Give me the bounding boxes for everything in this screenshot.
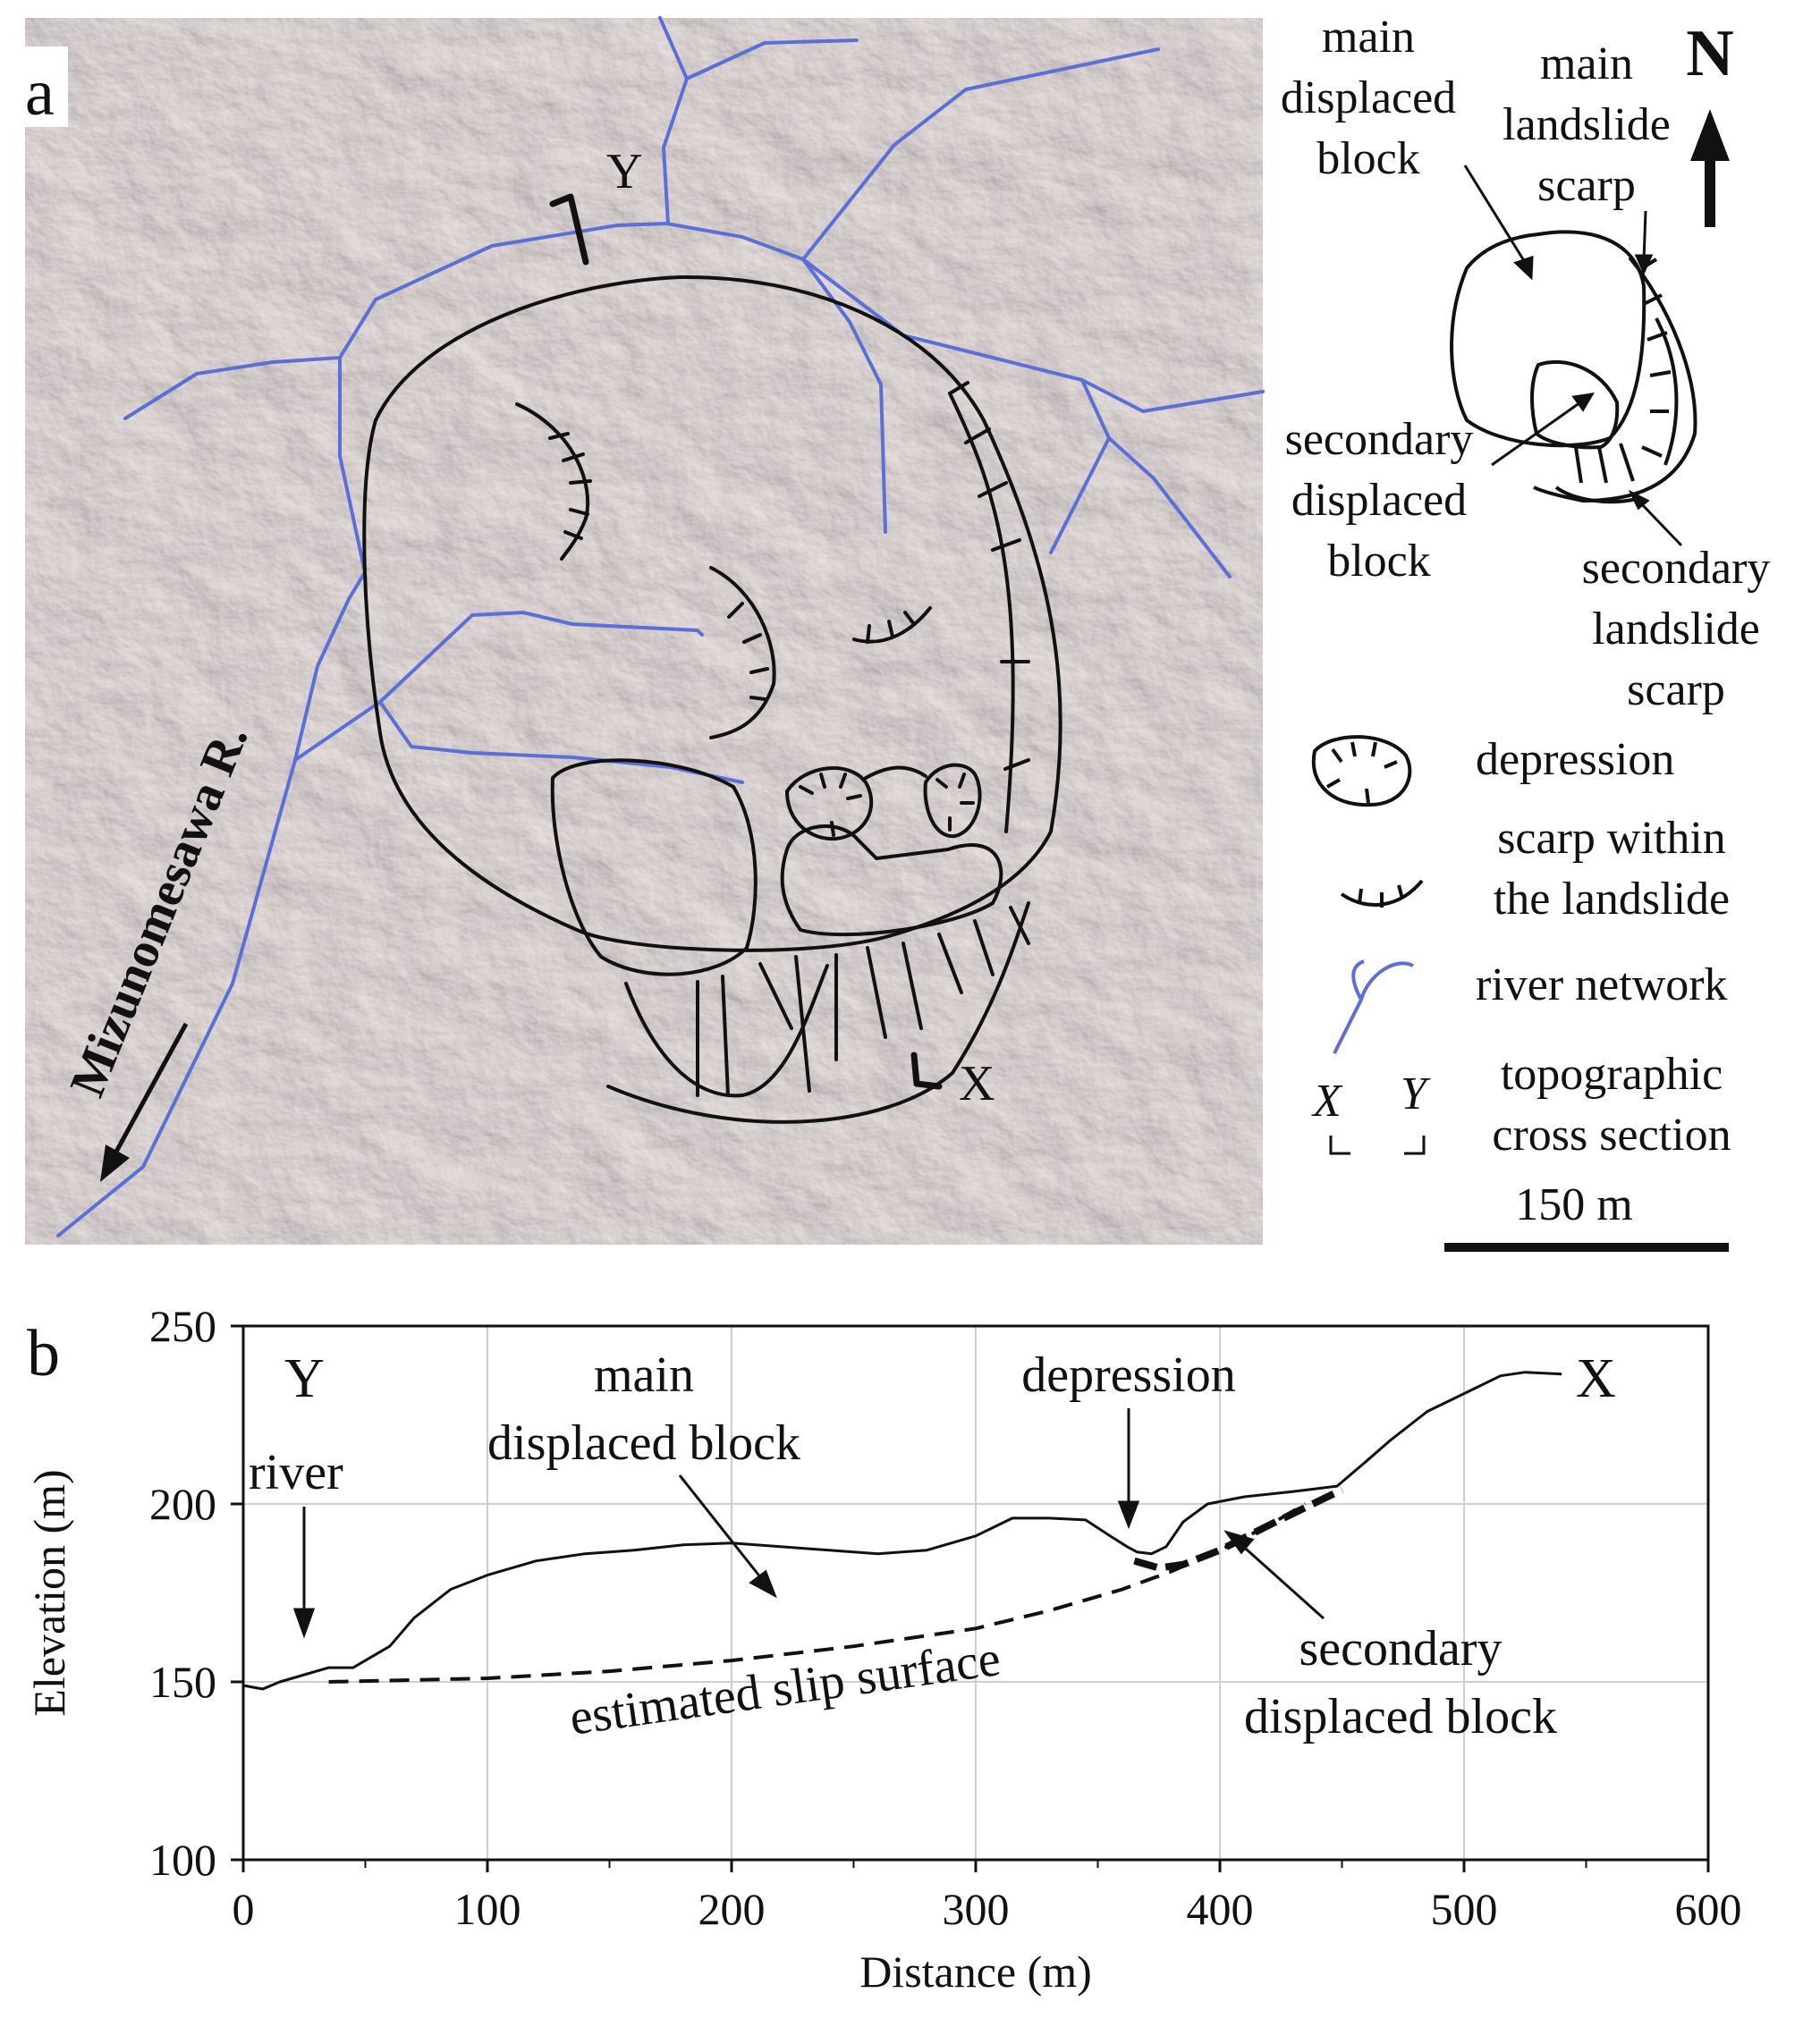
panel-b-label: b bbox=[27, 1317, 60, 1390]
annotation-depression: depression bbox=[1021, 1347, 1236, 1403]
depression-right-hachures bbox=[935, 773, 975, 832]
legend-section-x: X bbox=[1311, 1076, 1343, 1127]
toe-hachures bbox=[696, 906, 1030, 1097]
depression-left-hachures bbox=[799, 773, 862, 837]
main-scarp bbox=[948, 392, 1015, 833]
annotation-secondary-block-line-2: displaced block bbox=[1244, 1689, 1557, 1744]
section-marker-y bbox=[549, 193, 589, 266]
main-scarp-hachures bbox=[948, 381, 1030, 771]
y-tick-label-100: 100 bbox=[149, 1835, 216, 1885]
annotation-arrows bbox=[292, 1408, 1325, 1639]
series-solid-line bbox=[242, 1371, 1562, 1691]
legend-secondary-block-line-3: block bbox=[1327, 536, 1431, 587]
profile-label-x: X bbox=[1576, 1348, 1616, 1409]
x-tick-label-200: 200 bbox=[698, 1884, 766, 1934]
internal-scarp-1-hachures bbox=[548, 432, 592, 540]
legend-pointers bbox=[1463, 165, 1683, 547]
map-panel: a bbox=[18, 16, 1265, 1245]
legend-main-scarp-line-3: scarp bbox=[1537, 160, 1636, 211]
x-tick-label-0: 0 bbox=[233, 1884, 255, 1934]
panel-a-label: a bbox=[25, 56, 55, 130]
internal-scarp-1 bbox=[515, 402, 590, 561]
scale-label: 150 m bbox=[1515, 1179, 1632, 1230]
river-network bbox=[56, 16, 1265, 1237]
legend-cross-section-line-1: topographic bbox=[1501, 1049, 1723, 1100]
profile-label-y: Y bbox=[284, 1348, 325, 1409]
legend-scarp-within-line-2: the landslide bbox=[1494, 874, 1730, 925]
legend-secondary-scarp-line-2: landslide bbox=[1592, 604, 1760, 655]
legend-secondary-scarp-line-3: scarp bbox=[1627, 664, 1725, 715]
series-bold-dashed-line bbox=[1133, 1486, 1344, 1572]
north-arrow-icon bbox=[1690, 109, 1730, 161]
depression-connector bbox=[864, 765, 927, 780]
cross-section-legend-icon bbox=[1329, 1136, 1426, 1155]
landslide-outline bbox=[362, 275, 1062, 952]
legend-secondary-block-line-1: secondary bbox=[1285, 414, 1474, 465]
legend-scarp-within-line-1: scarp within bbox=[1497, 813, 1726, 864]
map-tint bbox=[25, 18, 1263, 1245]
legend-secondary-block-line-2: displaced bbox=[1291, 475, 1467, 526]
panel-a-label-box bbox=[18, 46, 68, 127]
x-tick-label-600: 600 bbox=[1675, 1884, 1742, 1934]
hillshade-map bbox=[25, 18, 1263, 1245]
section-marker-x bbox=[910, 1052, 943, 1090]
annotation-slip-surface: estimated slip surface bbox=[566, 1631, 1003, 1746]
landslide-features bbox=[362, 193, 1062, 1124]
annotation-river: river bbox=[249, 1445, 343, 1500]
legend-main-block-line-3: block bbox=[1316, 133, 1420, 184]
north-label: N bbox=[1686, 17, 1733, 90]
legend-depression: depression bbox=[1476, 734, 1674, 785]
legend-main-scarp-line-2: landslide bbox=[1502, 99, 1671, 150]
legend-main-scarp-line-1: main bbox=[1540, 38, 1633, 89]
scarp-within-legend-icon bbox=[1340, 879, 1424, 908]
north-arrow-shaft bbox=[1705, 159, 1715, 227]
annotation-main-block-line-2: displaced block bbox=[487, 1415, 800, 1471]
secondary-block-right bbox=[780, 824, 1003, 937]
profile-panel: b 0 100 200 300 400 500 600 100 150 200 250Distanc… bbox=[24, 1301, 1742, 1997]
legend-main-block-line-1: main bbox=[1322, 12, 1415, 63]
legend-schematic bbox=[1450, 230, 1697, 504]
legend-main-block-line-2: displaced bbox=[1281, 72, 1456, 123]
section-label-x: X bbox=[959, 1056, 995, 1111]
legend-secondary-scarp-line-1: secondary bbox=[1582, 543, 1771, 594]
legend: N mai bbox=[1281, 12, 1771, 1252]
depression-left bbox=[785, 766, 874, 841]
profile-plot: 0 100 200 300 400 500 600 100 150 200 250Distance … bbox=[24, 1301, 1742, 1997]
y-tick-label-200: 200 bbox=[149, 1479, 216, 1529]
flow-arrow-head bbox=[100, 1144, 130, 1182]
x-tick-label-100: 100 bbox=[454, 1884, 521, 1934]
y-tick-label-250: 250 bbox=[149, 1301, 216, 1351]
x-tick-label-400: 400 bbox=[1187, 1884, 1254, 1934]
inner-toe-scarp bbox=[624, 964, 829, 1098]
secondary-block-left bbox=[550, 758, 758, 976]
y-axis-title: Elevation (m) bbox=[24, 1469, 74, 1716]
depression-right bbox=[923, 763, 982, 839]
internal-scarp-2-hachures bbox=[727, 602, 769, 701]
legend-cross-section-line-2: cross section bbox=[1492, 1110, 1731, 1161]
flow-arrow-shaft bbox=[114, 1022, 189, 1153]
depression-legend-icon bbox=[1311, 735, 1412, 807]
x-axis-title: Distance (m) bbox=[859, 1947, 1092, 1997]
internal-scarp-3 bbox=[852, 606, 932, 644]
legend-river-network: river network bbox=[1476, 959, 1728, 1010]
x-tick-label-300: 300 bbox=[943, 1884, 1010, 1934]
scale-bar bbox=[1444, 1243, 1729, 1252]
river-network-legend-icon bbox=[1333, 959, 1414, 1054]
internal-scarp-2 bbox=[709, 566, 776, 739]
legend-section-y: Y bbox=[1401, 1068, 1431, 1119]
y-tick-label-150: 150 bbox=[149, 1657, 216, 1707]
annotation-main-block-line-1: main bbox=[594, 1347, 694, 1403]
internal-scarp-3-hachures bbox=[866, 611, 916, 644]
annotation-secondary-block-line-1: secondary bbox=[1299, 1621, 1502, 1677]
section-label-y: Y bbox=[606, 144, 642, 199]
x-tick-label-500: 500 bbox=[1431, 1884, 1498, 1934]
